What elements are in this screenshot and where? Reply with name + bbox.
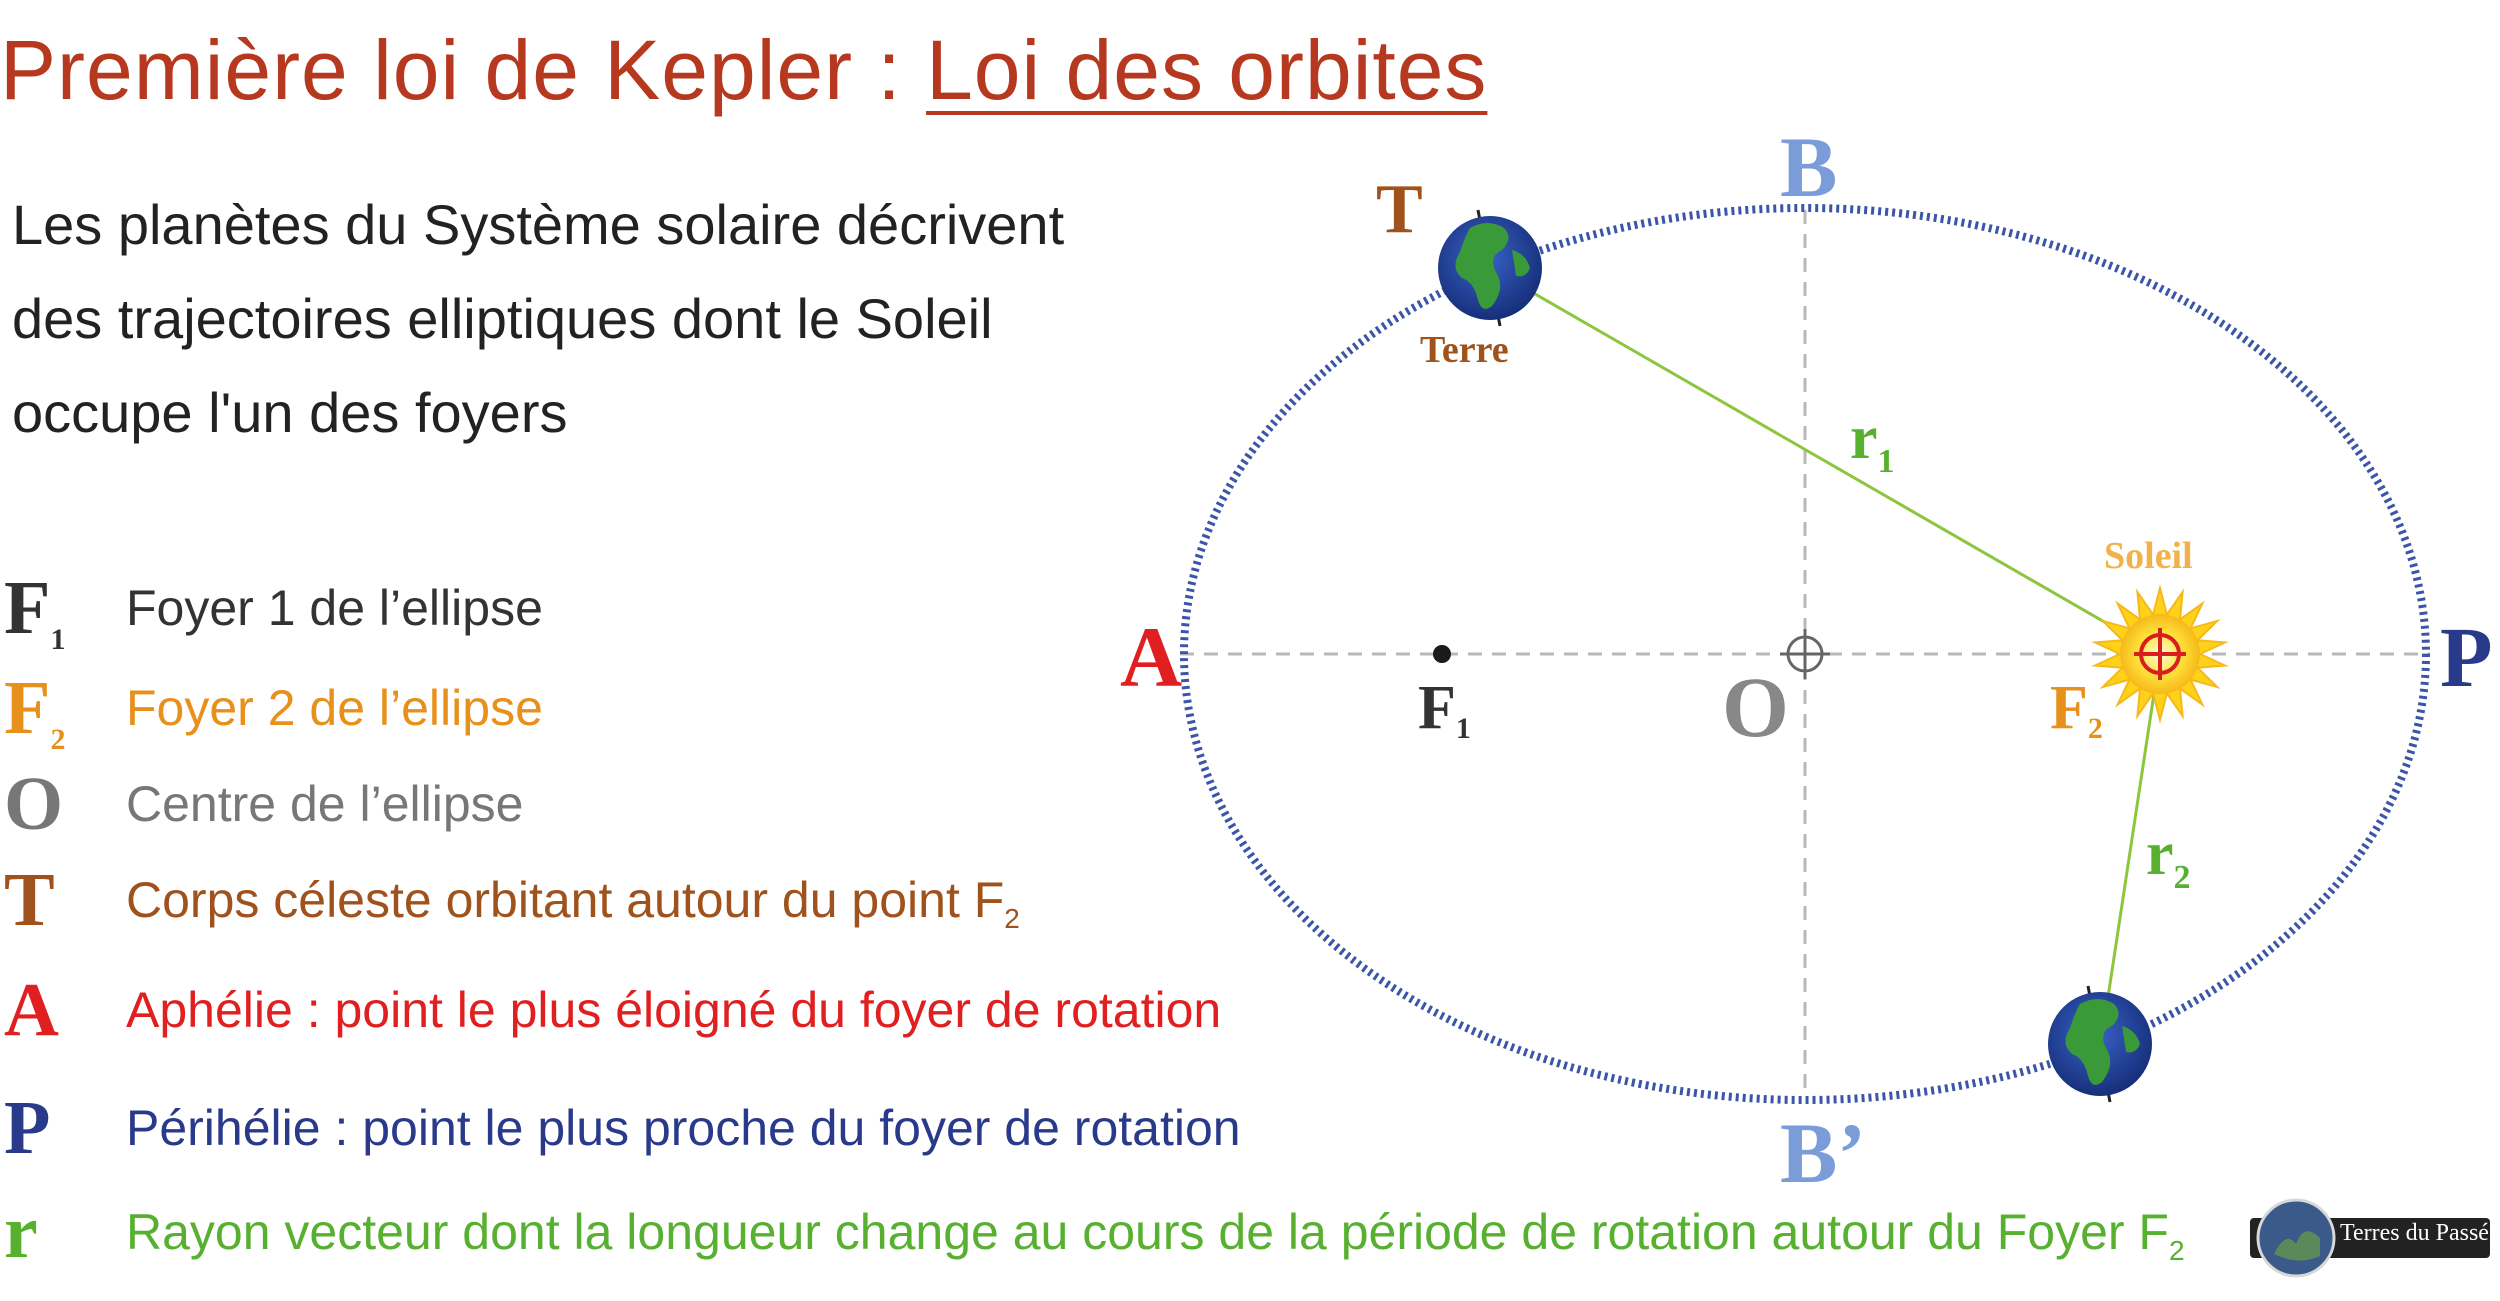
legend-item-o: O Centre de l’ellipse xyxy=(0,754,2000,854)
title-subtitle: Loi des orbites xyxy=(926,23,1488,117)
page-title: Première loi de Kepler : Loi des orbites xyxy=(0,22,1487,119)
legend-text: Rayon vecteur dont la longueur change au… xyxy=(126,1204,2185,1266)
label-b: B xyxy=(1780,119,1837,215)
legend-symbol: P xyxy=(4,1086,51,1170)
brand-logo: Terres du Passé xyxy=(2244,1198,2494,1278)
center-crosshair-icon xyxy=(1780,629,1830,679)
label-aphelion-a: A xyxy=(1120,609,1182,705)
intro-line-2: des trajectoires elliptiques dont le Sol… xyxy=(12,287,993,350)
label-focus-f1: F1 xyxy=(1418,674,1471,745)
legend-symbol: T xyxy=(4,858,55,942)
legend-item-f1: F1 Foyer 1 de l’ellipse xyxy=(0,558,2000,658)
earth-icon xyxy=(2048,985,2152,1103)
intro-paragraph: Les planètes du Système solaire décriven… xyxy=(12,178,1112,460)
intro-line-1: Les planètes du Système solaire décriven… xyxy=(12,193,1065,256)
logo-badge-icon xyxy=(2250,1198,2490,1278)
legend-symbol: A xyxy=(4,968,59,1052)
legend-text: Corps céleste orbitant autour du point F… xyxy=(126,872,1020,934)
earth-icon xyxy=(1438,209,1542,327)
legend-item-t: T Corps céleste orbitant autour du point… xyxy=(0,850,2000,950)
label-radius-r1: r1 xyxy=(1850,404,1895,480)
legend-symbol: F1 xyxy=(4,566,66,657)
legend-item-r: r Rayon vecteur dont la longueur change … xyxy=(0,1182,2185,1282)
label-earth: Terre xyxy=(1420,329,1509,371)
title-main: Première loi de Kepler : xyxy=(0,23,927,117)
legend-symbol: O xyxy=(4,762,64,846)
legend-text: Foyer 1 de l’ellipse xyxy=(126,580,543,636)
label-radius-r2: r2 xyxy=(2146,820,2191,896)
legend-text: Foyer 2 de l’ellipse xyxy=(126,680,543,736)
sun-icon xyxy=(2091,584,2229,724)
legend-item-p: P Périhélie : point le plus proche du fo… xyxy=(0,1078,2000,1178)
logo-text: Terres du Passé xyxy=(2340,1220,2489,1246)
radius-vector-r1 xyxy=(1489,266,2161,656)
label-b-prime: B’ xyxy=(1780,1105,1866,1201)
legend-text: Aphélie : point le plus éloigné du foyer… xyxy=(126,982,1222,1038)
label-center-o: O xyxy=(1722,659,1789,755)
legend-symbol: F2 xyxy=(4,666,66,757)
legend-item-f2: F2 Foyer 2 de l’ellipse xyxy=(0,658,2000,758)
legend-symbol: r xyxy=(4,1190,38,1274)
intro-line-3: occupe l'un des foyers xyxy=(12,381,568,444)
label-perihelion-p: P xyxy=(2440,609,2493,705)
focus-f1-dot xyxy=(1433,645,1451,663)
label-body-t: T xyxy=(1376,171,1423,248)
legend-item-a: A Aphélie : point le plus éloigné du foy… xyxy=(0,960,2000,1060)
orbit-ellipse xyxy=(1180,204,2430,1104)
legend-text: Périhélie : point le plus proche du foye… xyxy=(126,1100,1241,1156)
radius-vector-r2 xyxy=(2098,653,2162,1051)
legend-text: Centre de l’ellipse xyxy=(126,776,524,832)
label-focus-f2: F2 xyxy=(2050,674,2103,745)
label-sun: Soleil xyxy=(2104,535,2193,577)
